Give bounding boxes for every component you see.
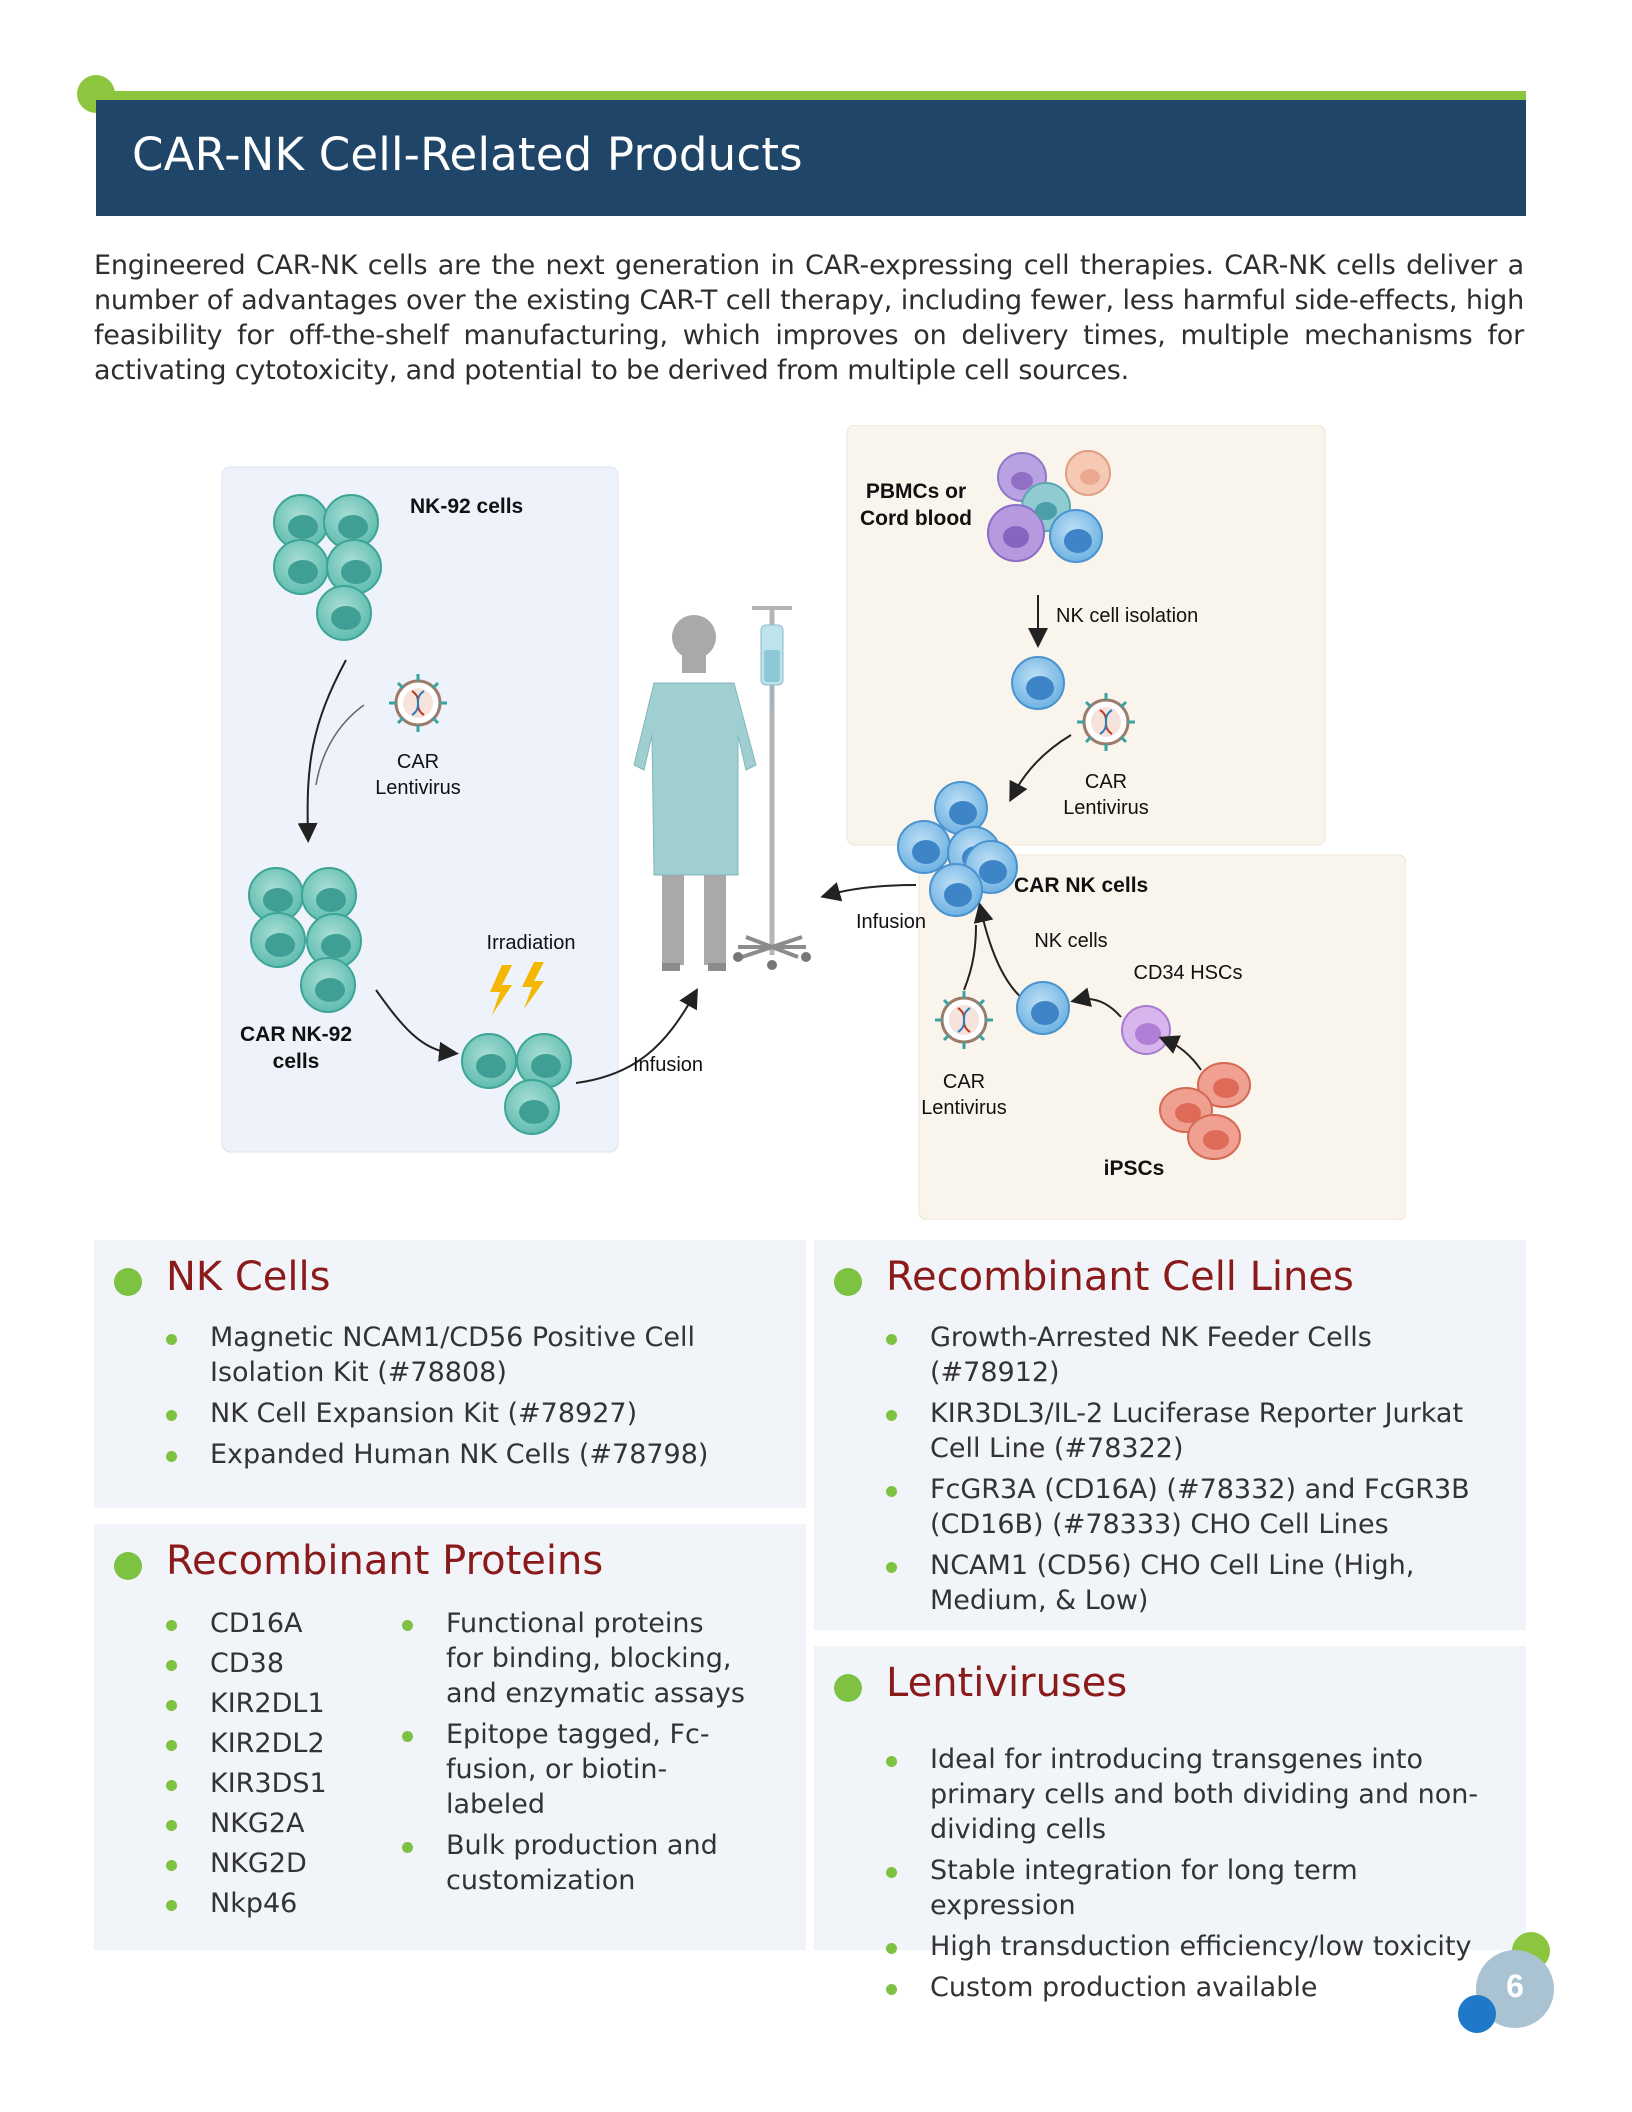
lentiviruses-heading: Lentiviruses [886,1660,1128,1706]
list-item: KIR2DL1 [162,1686,362,1721]
nk-cell [1016,981,1070,1035]
label-car-2: CAR [1085,771,1127,793]
lentiviruses-list: Ideal for introducing transgenes into pr… [882,1742,1482,2011]
label-car-nk92-1: CAR NK-92 [240,1023,352,1046]
section-bullet-dot [114,1552,142,1580]
list-item: Bulk production and customization [398,1828,748,1898]
list-item: Magnetic NCAM1/CD56 Positive Cell Isolat… [162,1320,722,1390]
intro-paragraph: Engineered CAR-NK cells are the next gen… [94,250,1524,386]
label-lentivirus-1: Lentivirus [375,777,461,799]
list-item: Functional proteins for binding, blockin… [398,1606,748,1711]
label-nk-cells: NK cells [1034,930,1107,952]
label-infusion-right: Infusion [856,911,926,933]
list-item: KIR2DL2 [162,1726,362,1761]
protein-features-list: Functional proteins for binding, blockin… [398,1606,748,1904]
section-bullet-dot [834,1268,862,1296]
list-item: Nkp46 [162,1886,362,1921]
nk-cells-panel: NK Cells Magnetic NCAM1/CD56 Positive Ce… [94,1240,806,1508]
label-car-3: CAR [943,1071,985,1093]
section-bullet-dot [834,1674,862,1702]
list-item: Growth-Arrested NK Feeder Cells (#78912) [882,1320,1482,1390]
page-number: 6 [1506,1968,1524,2004]
page-number-accent-blue [1458,1995,1496,2033]
list-item: NKG2A [162,1806,362,1841]
lentiviruses-panel: Lentiviruses Ideal for introducing trans… [814,1646,1526,2003]
list-item: NKG2D [162,1846,362,1881]
list-item: NCAM1 (CD56) CHO Cell Line (High, Medium… [882,1548,1482,1618]
protein-list: CD16A CD38 KIR2DL1 KIR2DL2 KIR3DS1 NKG2A… [162,1606,362,1926]
nk-cells-list: Magnetic NCAM1/CD56 Positive Cell Isolat… [162,1320,722,1478]
list-item: KIR3DS1 [162,1766,362,1801]
recombinant-proteins-heading: Recombinant Proteins [166,1538,604,1584]
recombinant-cell-lines-panel: Recombinant Cell Lines Growth-Arrested N… [814,1240,1526,1630]
nk-cells-heading: NK Cells [166,1254,331,1300]
cell-lines-list: Growth-Arrested NK Feeder Cells (#78912)… [882,1320,1482,1624]
iv-stand-icon [733,606,811,970]
label-car-nk92-2: cells [273,1050,320,1073]
label-cd34: CD34 HSCs [1134,962,1243,984]
title-banner: CAR-NK Cell-Related Products [96,100,1526,216]
list-item: KIR3DL3/IL-2 Luciferase Reporter Jurkat … [882,1396,1482,1466]
list-item: High transduction efficiency/low toxicit… [882,1929,1482,1964]
list-item: FcGR3A (CD16A) (#78332) and FcGR3B (CD16… [882,1472,1482,1542]
label-infusion-left: Infusion [633,1054,703,1076]
label-irradiation: Irradiation [487,932,576,954]
list-item: Expanded Human NK Cells (#78798) [162,1437,722,1472]
lightning-icon [490,962,544,1015]
label-pbmc-1: PBMCs or [866,480,966,503]
recombinant-cell-lines-heading: Recombinant Cell Lines [886,1254,1354,1300]
label-ipscs: iPSCs [1104,1157,1165,1180]
label-nk92: NK-92 cells [410,495,523,518]
label-car-1: CAR [397,751,439,773]
list-item: Custom production available [882,1970,1482,2005]
source-panel [846,425,1326,846]
patient-figure [633,615,757,971]
page-title: CAR-NK Cell-Related Products [132,128,803,181]
label-pbmc-2: Cord blood [860,507,972,530]
list-item: Ideal for introducing transgenes into pr… [882,1742,1482,1847]
pbmc-cells [987,450,1111,563]
car-nk-workflow-diagram: NK-92 cells CAR Lentivirus CAR NK-92 cel… [221,425,1406,1220]
list-item: NK Cell Expansion Kit (#78927) [162,1396,722,1431]
label-nk-isolation: NK cell isolation [1056,605,1198,627]
list-item: Stable integration for long term express… [882,1853,1482,1923]
label-car-nk-cells: CAR NK cells [1014,874,1148,897]
label-lentivirus-2: Lentivirus [1063,797,1149,819]
isolated-nk-cell [1011,656,1065,710]
ipsc-cells [1159,1062,1251,1160]
list-item: CD38 [162,1646,362,1681]
section-bullet-dot [114,1268,142,1296]
list-item: CD16A [162,1606,362,1641]
list-item: Epitope tagged, Fc-fusion, or biotin-lab… [398,1717,748,1822]
recombinant-proteins-panel: Recombinant Proteins CD16A CD38 KIR2DL1 … [94,1524,806,1950]
label-lentivirus-3: Lentivirus [921,1097,1007,1119]
header-accent-line [96,91,1526,100]
